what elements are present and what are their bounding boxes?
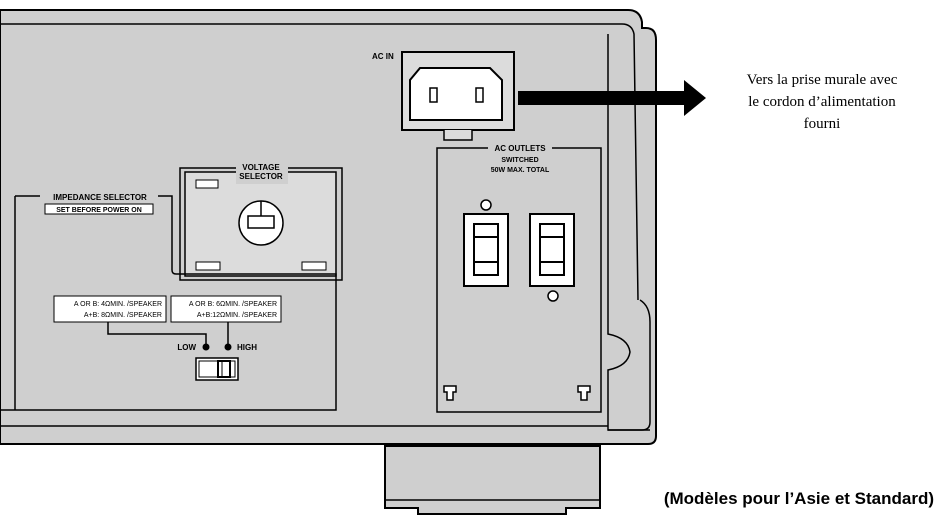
ac-in-socket[interactable] [409, 67, 503, 121]
ac-outlets-title: AC OUTLETS [494, 144, 546, 153]
callout-line-1: Vers la prise murale avec [747, 72, 898, 88]
impedance-low-line-1: A OR B: 4ΩMIN. /SPEAKER [74, 301, 162, 308]
ac-in-pin-right [475, 87, 484, 103]
impedance-low-line-2: A+B: 8ΩMIN. /SPEAKER [84, 312, 162, 319]
voltage-label-2: SELECTOR [239, 172, 283, 181]
voltage-tab-bottom-left [195, 261, 221, 271]
impedance-low-label: LOW [177, 343, 196, 352]
outlet-2-indicator [547, 290, 559, 302]
ac-in-pin-left [429, 87, 438, 103]
outlet-2-slot-top [539, 223, 565, 238]
outlet-clip-right [577, 385, 591, 401]
impedance-high-label: HIGH [237, 343, 257, 352]
callout-line-2: le cordon d’alimentation [748, 94, 896, 110]
voltage-tab-top-left [195, 179, 219, 189]
chassis-side-notch [607, 34, 650, 431]
outlet-1-indicator [480, 199, 492, 211]
power-arrow-shaft [518, 91, 686, 105]
impedance-high-line-2: A+B:12ΩMIN. /SPEAKER [197, 312, 277, 319]
ac-in-label: AC IN [372, 52, 394, 61]
outlet-1-slot-top [473, 223, 499, 238]
ac-outlets-switched: SWITCHED [501, 157, 538, 164]
power-arrow-head [684, 80, 706, 116]
caption: (Modèles pour l’Asie et Standard) [664, 489, 934, 508]
ac-outlets-title-bg [488, 142, 552, 154]
callout-line-3: fourni [804, 116, 841, 132]
impedance-dot-high [224, 343, 232, 351]
voltage-dial-slot [247, 215, 275, 229]
outlet-clip-left [443, 385, 457, 401]
voltage-tab-bottom-right [301, 261, 327, 271]
chassis-foot [384, 445, 601, 515]
impedance-switch-knob[interactable] [217, 360, 231, 378]
impedance-title: IMPEDANCE SELECTOR [53, 193, 147, 202]
ac-outlets-max: 50W MAX. TOTAL [491, 167, 550, 174]
outlet-1-slot-bottom [473, 261, 499, 276]
impedance-subtitle: SET BEFORE POWER ON [56, 207, 142, 214]
ac-in-tab [443, 130, 473, 141]
outlet-2-slot-bottom [539, 261, 565, 276]
impedance-dot-low [202, 343, 210, 351]
impedance-box-low [53, 295, 167, 323]
impedance-high-line-1: A OR B: 6ΩMIN. /SPEAKER [189, 301, 277, 308]
voltage-label-1: VOLTAGE [242, 163, 280, 172]
impedance-bracket [0, 195, 337, 411]
impedance-box-high [170, 295, 282, 323]
voltage-title-bg [236, 160, 288, 184]
impedance-subtitle-box [44, 203, 154, 215]
impedance-line-low [107, 322, 207, 346]
